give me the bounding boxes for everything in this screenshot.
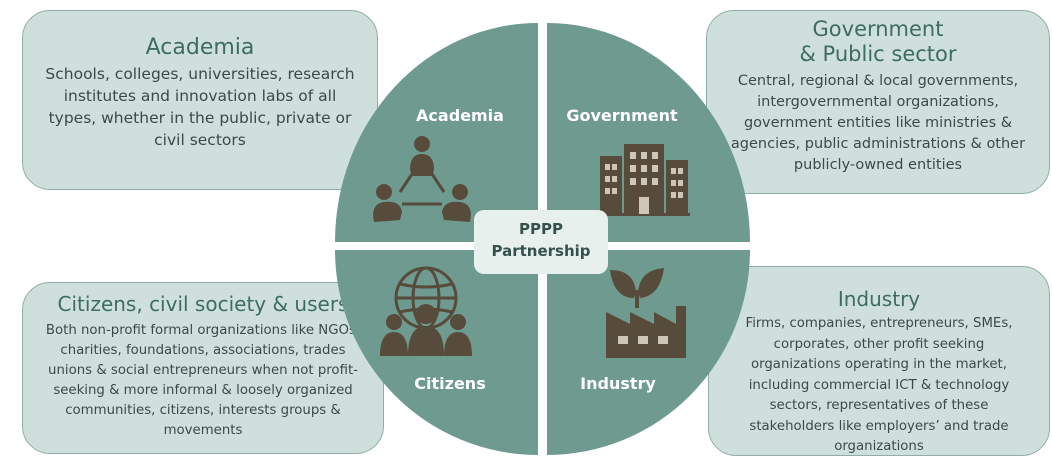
government-box-title-line1: Government xyxy=(812,17,944,41)
government-box-text: Central, regional & local governments, i… xyxy=(730,73,1026,173)
industry-box-text: Firms, companies, entrepreneurs, SMEs, c… xyxy=(745,316,1013,454)
academia-box: Academia Schools, colleges, universities… xyxy=(22,10,378,190)
citizens-box-title: Citizens, civil society & users xyxy=(57,292,349,316)
citizens-box-text: Both non-profit formal organizations lik… xyxy=(45,323,361,438)
globe-people-icon xyxy=(380,266,472,356)
quadrant-government xyxy=(547,23,750,242)
academia-box-title: Academia xyxy=(145,35,255,60)
people-network-icon xyxy=(373,136,471,222)
quadrant-label-government: Government xyxy=(566,106,678,125)
factory-plant-icon xyxy=(606,268,686,358)
quadrant-label-academia: Academia xyxy=(416,106,504,125)
academia-box-text: Schools, colleges, universities, researc… xyxy=(45,65,355,149)
center-label-line1: PPPP xyxy=(519,220,563,238)
quadrant-label-industry: Industry xyxy=(580,374,656,393)
industry-box-title: Industry xyxy=(837,287,921,311)
center-label-line2: Partnership xyxy=(491,242,591,260)
citizens-box: Citizens, civil society & users Both non… xyxy=(22,282,384,454)
government-box: Government & Public sector Central, regi… xyxy=(706,10,1050,194)
industry-box: Industry Firms, companies, entrepreneurs… xyxy=(708,266,1050,456)
quadrant-label-citizens: Citizens xyxy=(414,374,486,393)
government-box-title-line2: & Public sector xyxy=(799,42,957,66)
center-partnership-label: PPPP Partnership xyxy=(474,210,608,274)
building-icon xyxy=(598,144,690,216)
